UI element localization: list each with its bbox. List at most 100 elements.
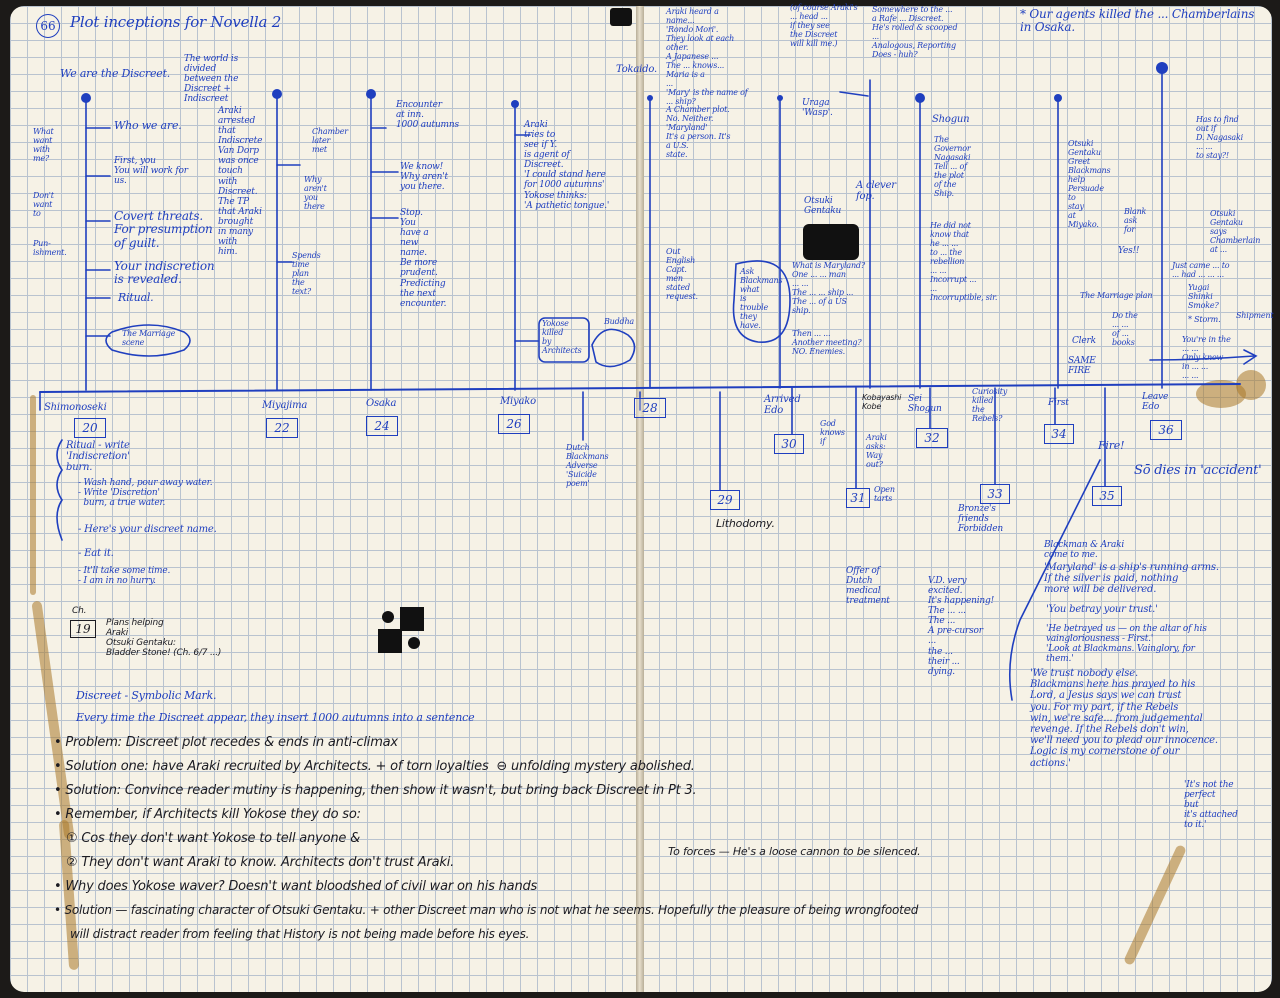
black-scribble-block [803,224,859,260]
chapter-box-29: 29 [710,490,740,510]
note-araki-arrested: Araki arrested that Indiscrete Van Dorp … [218,106,263,258]
note-shogun: Shogun [932,114,970,125]
note-wash-hands: - Wash hand, pour away water. - Write 'D… [78,478,213,509]
note-spends-time: Spends time plan the text? [292,251,321,296]
note-remember: • Remember, if Architects kill Yokose th… [54,807,361,822]
note-ritual: Ritual. [118,291,154,304]
note-maryland-ships: 'Maryland' is a ship's running arms. If … [1044,562,1219,596]
place-shimonoseki: Shimonoseki [44,402,107,413]
note-your-indiscretion: Your indiscretion is revealed. [114,259,215,287]
note-solution-two: • Solution: Convince reader mutiny is ha… [54,783,697,798]
note-every-time: Every time the Discreet appear, they ins… [76,711,475,724]
note-clerk: Clerk [1072,336,1096,346]
note-first-you: First, you You will work for us. [114,156,188,187]
note-he-did-not: He did not know that he ... ... to ... t… [930,221,998,302]
note-itll-take: - It'll take some time. - I am in no hur… [78,566,171,587]
note-otsuki-gentaku: Otsuki Gentaku [804,196,842,217]
note-solution-final-2: will distract reader from feeling that H… [70,927,530,941]
note-stop: Stop. You have a new name. Be more prude… [400,208,447,309]
note-yes: Yes!! [1118,246,1140,256]
note-who-we-are: Who we are. [114,119,182,132]
note-uraga: Uraga 'Wasp'. [802,98,833,119]
note-why-arent-you: Why aren't you there [304,175,327,211]
note-yokose-killed: Yokose killed by Architects [542,319,582,355]
note-covert-threats: Covert threats. For presumption of guilt… [114,209,213,250]
note-lithodomy: Lithodomy. [716,517,775,530]
note-so-dies: Sō dies in 'accident' [1134,463,1262,478]
note-otsuki-gentaku-2: Otsuki Gentaku Greet Blackmans help Pers… [1068,139,1111,229]
note-do-their: Do the ... ... of ... books [1112,311,1138,347]
note-araki-asks: Araki asks: Way out? [866,433,887,469]
note-leave-edo: Leave Edo [1142,392,1169,413]
note-same-fire: SAME FIRE [1068,356,1096,377]
note-ch-label: Ch. [72,606,87,616]
note-we-are-discreet: We are the Discreet. [60,67,171,80]
note-world-divided: The world is divided between the Discree… [184,54,239,105]
place-miyako: Miyako [500,396,536,407]
note-the-governor: The Governor Nagasaki Tell ... of the pl… [934,135,971,198]
notebook-left-page [10,6,638,992]
chapter-box-32: 32 [916,428,948,448]
chapter-box-30: 30 [774,434,804,454]
page-title: Plot inceptions for Novella 2 [70,13,282,31]
note-out-english: Out English Capt. men stated request. [666,247,698,301]
note-punishment: Pun- ishment. [33,239,67,257]
chapter-box-20: 20 [74,418,106,438]
note-open-tarts: Open tarts [874,485,895,503]
chapter-box-28: 28 [634,398,666,418]
note-just-came: Just came ... to ... had ... ... ... [1172,261,1230,279]
note-bronze-friends: Bronze's friends Forbidden [958,504,1003,535]
note-dutch-blackmans: Dutch Blackmans Adverse 'Suicide poem' [566,443,609,488]
notebook-gutter [636,6,644,992]
note-betray-trust: 'You betray your trust.' [1046,604,1158,615]
note-trust-nobody: 'We trust nobody else. Blackmans here ha… [1030,668,1218,769]
note-arrived-edo: Arrived Edo [764,394,801,417]
note-medical: Offer of Dutch medical treatment [846,566,890,607]
chapter-box-33: 33 [980,484,1010,504]
chapter-box-22: 22 [266,418,298,438]
note-somewhere: Somewhere to the ... a Rafe ... Discreet… [872,5,958,59]
note-ritual-write: Ritual - write 'Indiscretion' burn. [66,440,130,474]
note-curiosity: Curiosity killed the Rebels? [972,387,1008,423]
note-maryland-ship: What is Maryland? One ... ... man ... ..… [792,261,865,315]
chapter-box-24: 24 [366,416,398,436]
chapter-box-26: 26 [498,414,530,434]
note-otsuki-gentaku-3: Otsuki Gentaku says Chamberlain at ... [1210,209,1261,254]
note-the-marriage: The Marriage scene [122,329,176,347]
note-why-yokose: • Why does Yokose waver? Doesn't want bl… [54,879,538,894]
note-first: First [1048,398,1069,408]
note-he-betrayed: 'He betrayed us — on the altar of his va… [1046,624,1207,665]
coffee-stain [30,395,36,595]
note-cos-they: ① Cos they don't want Yokose to tell any… [66,831,361,846]
chapter-box-31: 31 [846,488,870,508]
note-shipment: Shipment [1236,311,1274,320]
note-of-course-head: (of course Araki's ... head ... if they … [790,3,858,48]
note-tokaido: Tokaido. [616,64,657,75]
note-god-knows: God knows if [820,419,845,446]
note-we-know: We know! Why aren't you there. [400,162,448,193]
note-ch19: Plans helping Araki Otsuki Gentaku: Blad… [106,618,222,659]
note-chamberlain-later: Chamber later met [312,127,348,154]
place-miyajima: Miyajima [262,400,308,411]
black-tab-mark [610,8,632,26]
note-loose-cannon: To forces — He's a loose cannon to be si… [668,845,921,858]
note-they-dont-want: ② They don't want Araki to know. Archite… [66,855,455,870]
coffee-stain [1236,370,1266,400]
note-dont-want-to: Don't want to [33,191,54,218]
note-storm: * Storm. [1188,315,1221,324]
chapter-box-34: 34 [1044,424,1074,444]
note-araki-heard: Araki heard a name... 'Rondo Mori'. They… [666,7,748,160]
chapter-box-19: 19 [70,620,96,638]
note-symbolic-mark: Discreet - Symbolic Mark. [76,689,217,702]
note-problem: • Problem: Discreet plot recedes & ends … [54,735,398,750]
note-the-marriage-plan: The Marriage plan [1080,291,1153,300]
note-what-want-with-me: What want with me? [33,127,54,163]
chapter-box-36: 36 [1150,420,1182,440]
note-another-meeting: Then ... ... Another meeting? NO. Enemie… [792,329,862,356]
note-eat-it: - Eat it. [78,548,114,559]
place-osaka: Osaka [366,398,397,409]
note-ask-blackmans: Ask Blackmans what is trouble they have. [740,267,783,330]
note-solution-final: • Solution — fascinating character of Ot… [54,903,919,917]
note-were-in-the: You're in the ... ... Only know in ... .… [1182,335,1231,380]
note-fire-excl: Fire! [1098,439,1125,452]
